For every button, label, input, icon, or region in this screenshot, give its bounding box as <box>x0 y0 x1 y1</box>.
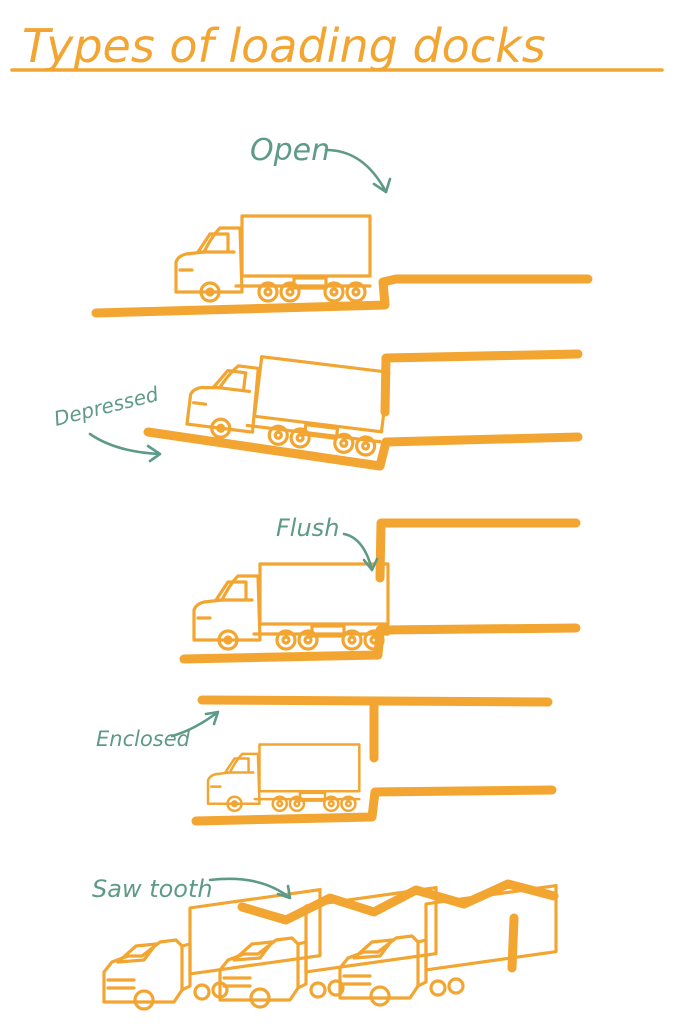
flush-arrow <box>342 532 379 572</box>
label-enclosed: Enclosed <box>96 727 191 751</box>
depressed-dock-wall <box>380 349 583 417</box>
enclosed-dock-truck <box>206 743 361 813</box>
flush-dock-wall <box>375 518 581 583</box>
label-open: Open <box>250 133 330 168</box>
saw-tooth-roof <box>237 879 559 925</box>
depressed-dock-ground <box>143 427 583 471</box>
label-flush: Flush <box>276 514 339 542</box>
depressed-arrow <box>88 432 162 463</box>
saw-tooth-arrow <box>208 877 292 900</box>
saw-tooth-dock: Saw tooth <box>92 875 559 1011</box>
enclosed-dock: Enclosed <box>96 695 557 826</box>
open-dock: Open <box>91 133 593 318</box>
enclosed-arrow <box>170 710 220 738</box>
saw-tooth-wall <box>507 913 519 973</box>
diagram-title: Types of loading docks <box>22 19 546 73</box>
open-arrow <box>324 148 392 194</box>
open-dock-truck <box>174 214 372 303</box>
flush-dock-ground <box>179 623 581 664</box>
label-saw-tooth: Saw tooth <box>92 875 213 903</box>
open-dock-ground <box>91 274 593 318</box>
saw-tooth-truck-1 <box>102 888 322 1011</box>
flush-dock-truck <box>192 562 390 651</box>
depressed-dock: Depressed <box>51 347 583 471</box>
enclosed-dock-ground <box>191 785 557 826</box>
label-depressed: Depressed <box>51 382 161 431</box>
flush-dock: Flush <box>179 514 581 664</box>
